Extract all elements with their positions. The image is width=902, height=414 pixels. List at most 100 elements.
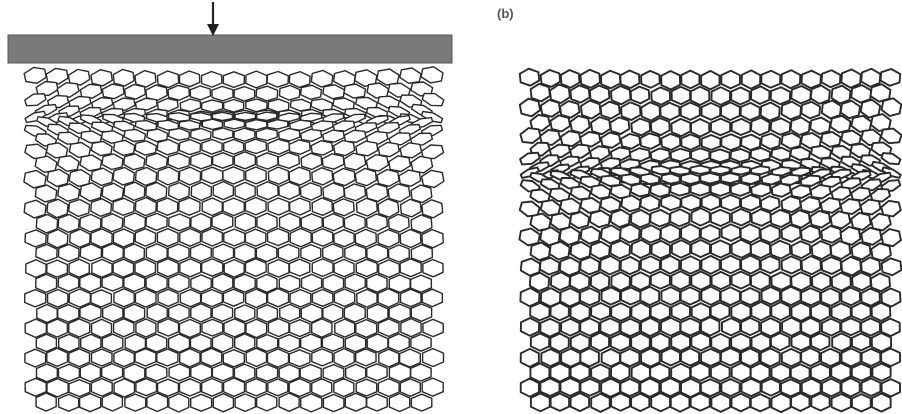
honeycomb-cell — [721, 134, 740, 150]
honeycomb-cell — [146, 334, 167, 352]
honeycomb-cell — [672, 240, 690, 258]
honeycomb-cell — [202, 140, 222, 155]
honeycomb-cell — [301, 394, 322, 412]
honeycomb-cell — [91, 229, 112, 247]
honeycomb-cell — [821, 226, 841, 243]
honeycomb-cell — [289, 259, 309, 276]
honeycomb-cell — [761, 225, 780, 243]
honeycomb-cell — [761, 71, 780, 88]
honeycomb-cell — [600, 256, 620, 274]
honeycomb-cell — [661, 287, 680, 305]
honeycomb-cell — [732, 240, 751, 258]
honeycomb-cell — [191, 394, 212, 411]
honeycomb-cell — [92, 349, 113, 366]
honeycomb-cell — [801, 318, 820, 336]
honeycomb-cell — [47, 319, 67, 337]
honeycomb-cell — [80, 274, 101, 292]
honeycomb-cell — [831, 363, 850, 381]
honeycomb-cell — [531, 243, 551, 261]
honeycomb-cell — [224, 319, 245, 337]
honeycomb-cell — [411, 304, 431, 321]
honeycomb-cell — [125, 394, 146, 411]
honeycomb-cell — [411, 364, 431, 381]
honeycomb-cell — [681, 348, 699, 365]
honeycomb-cell — [862, 349, 881, 366]
honeycomb-cell — [661, 256, 679, 274]
honeycomb-cell — [158, 319, 179, 336]
honeycomb-cell — [267, 120, 288, 129]
honeycomb-cell — [91, 290, 112, 307]
honeycomb-cell — [550, 334, 568, 352]
honeycomb-cell — [312, 379, 332, 397]
honeycomb-cell — [661, 134, 680, 150]
honeycomb-cell — [580, 288, 599, 305]
honeycomb-cell — [631, 87, 650, 104]
honeycomb-cell — [245, 139, 266, 153]
honeycomb-cell — [521, 379, 539, 397]
honeycomb-cell — [741, 103, 760, 120]
honeycomb-cell — [356, 379, 377, 396]
honeycomb-cell — [701, 317, 719, 336]
honeycomb-cell — [571, 363, 590, 381]
honeycomb-cell — [651, 272, 670, 289]
honeycomb-cell — [202, 379, 223, 397]
honeycomb-cell — [632, 240, 651, 258]
honeycomb-cell — [312, 349, 333, 366]
honeycomb-cell — [423, 349, 444, 367]
honeycomb-cell — [213, 334, 233, 352]
honeycomb-cell — [631, 333, 650, 351]
honeycomb-cell — [224, 119, 244, 129]
honeycomb-cell — [721, 71, 740, 89]
honeycomb-cell — [580, 348, 599, 366]
honeycomb-cell — [621, 134, 640, 149]
honeycomb-cell — [711, 394, 730, 412]
honeycomb-cell — [650, 183, 669, 196]
honeycomb-cell — [550, 242, 570, 260]
honeycomb-cell — [26, 260, 46, 278]
honeycomb-cell — [367, 244, 388, 262]
honeycomb-cell — [772, 184, 791, 197]
honeycomb-cell — [701, 71, 719, 90]
honeycomb-cell — [701, 287, 720, 305]
honeycomb-cell — [791, 118, 810, 136]
honeycomb-cell — [246, 99, 267, 112]
honeycomb-cell — [611, 272, 630, 290]
honeycomb-cell — [378, 230, 399, 248]
honeycomb-cell — [257, 335, 278, 352]
honeycomb-cell — [591, 117, 610, 134]
honeycomb-cell — [179, 140, 200, 155]
honeycomb-cell — [92, 259, 112, 277]
honeycomb-cell — [701, 225, 720, 242]
honeycomb-cell — [691, 272, 710, 290]
honeycomb-cell — [520, 69, 539, 86]
honeycomb-cell — [640, 287, 659, 305]
honeycomb-cell — [80, 394, 101, 412]
honeycomb-cell — [631, 119, 650, 136]
honeycomb-cell — [611, 210, 630, 228]
honeycomb-cell — [691, 393, 710, 410]
honeycomb-cell — [792, 333, 811, 350]
honeycomb-cell — [772, 364, 791, 382]
honeycomb-cell — [811, 303, 830, 321]
honeycomb-cell — [411, 394, 431, 411]
honeycomb-cell — [146, 274, 167, 292]
honeycomb-cell — [681, 173, 700, 184]
left-honeycomb-cells — [24, 67, 444, 412]
honeycomb-cell — [158, 379, 179, 396]
honeycomb-cell — [423, 319, 443, 336]
honeycomb-cell — [541, 349, 559, 366]
honeycomb-cell — [601, 102, 620, 119]
honeycomb-cell — [334, 349, 354, 367]
honeycomb-cell — [344, 214, 365, 231]
honeycomb-cell — [681, 195, 700, 211]
honeycomb-cell — [246, 120, 267, 130]
honeycomb-cell — [641, 102, 660, 120]
honeycomb-cell — [69, 349, 90, 367]
right-honeycomb-cells — [519, 69, 901, 412]
honeycomb-cell — [400, 259, 421, 277]
honeycomb-cell — [702, 256, 720, 274]
honeycomb-cell — [541, 70, 560, 87]
honeycomb-cell — [801, 102, 820, 119]
honeycomb-cell — [191, 304, 211, 322]
honeycomb-cell — [356, 349, 376, 366]
